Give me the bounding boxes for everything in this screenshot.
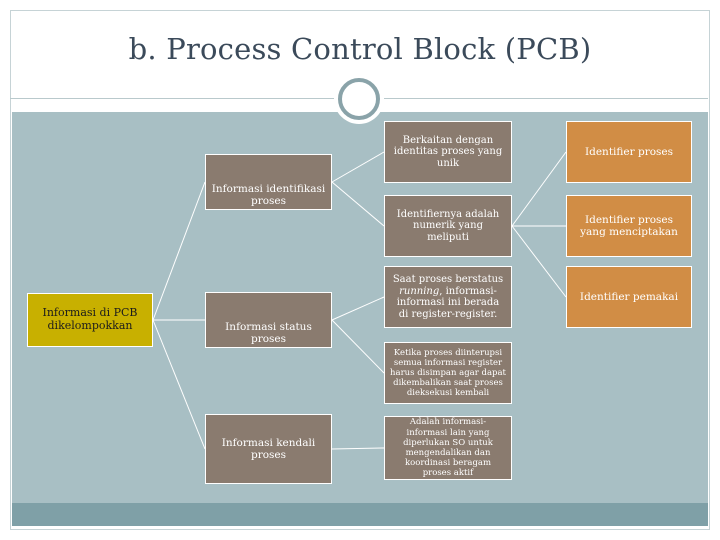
- identifier-node-text: Identifier proses: [584, 145, 674, 158]
- connector-group3-detail5: [331, 447, 385, 450]
- detail-node-interrupt: Ketika proses diinterupsi semua informas…: [384, 342, 512, 404]
- group-node-identification: Informasi identifikasi proses: [205, 154, 332, 210]
- slide-title: b. Process Control Block (PCB): [128, 32, 592, 66]
- footer-bar: [12, 503, 708, 526]
- detail-text-emphasis: running: [399, 285, 440, 297]
- connector-group1-detail2: [331, 181, 385, 227]
- detail-node-text: Identifiernya adalah numerik yang melipu…: [396, 208, 500, 243]
- root-node-label: Informasi di PCB dikelompokkan: [42, 306, 138, 332]
- detail-node-running: Saat proses berstatus running, informasi…: [384, 266, 512, 328]
- identifier-node-user: Identifier pemakai: [566, 266, 692, 328]
- detail-node-numeric: Identifiernya adalah numerik yang melipu…: [384, 195, 512, 257]
- connector-detail2-identifier1: [511, 151, 567, 227]
- detail-node-control-info: Adalah informasi-informasi lain yang dip…: [384, 416, 512, 480]
- slide-frame: [10, 10, 710, 530]
- group-node-label: Informasi kendali proses: [221, 436, 316, 461]
- connector-group2-detail4: [331, 319, 385, 374]
- connector-detail2-identifier3: [511, 225, 567, 298]
- identifier-node-parent: Identifier proses yang menciptakan: [566, 195, 692, 257]
- group-node-control: Informasi kendali proses: [205, 414, 332, 484]
- title-rule-right: [384, 98, 708, 99]
- detail-node-text: Adalah informasi-informasi lain yang dip…: [403, 417, 493, 479]
- title-rule-left: [10, 98, 336, 99]
- detail-text-pre: Saat proses berstatus: [392, 274, 504, 285]
- detail-text-post: , informasi-informasi ini berada di regi…: [396, 285, 500, 320]
- group-node-status: Informasi status proses: [205, 292, 332, 348]
- identifier-node-text: Identifier pemakai: [579, 290, 679, 303]
- connector-group2-detail3: [331, 296, 385, 321]
- connector-group1-detail1: [331, 151, 385, 183]
- circle-ornament-icon: [338, 78, 380, 120]
- identifier-node-process: Identifier proses: [566, 121, 692, 183]
- group-node-label: Informasi status proses: [225, 320, 312, 345]
- connector-root-group1: [152, 181, 206, 321]
- detail-node-text: Berkaitan dengan identitas proses yang u…: [393, 134, 503, 169]
- detail-node-identity: Berkaitan dengan identitas proses yang u…: [384, 121, 512, 183]
- identifier-node-text: Identifier proses yang menciptakan: [580, 213, 678, 238]
- detail-node-text: Ketika proses diinterupsi semua informas…: [390, 347, 506, 399]
- connector-root-group3: [152, 319, 206, 450]
- group-node-label: Informasi identifikasi proses: [211, 182, 326, 207]
- detail-node-text: Saat proses berstatus running, informasi…: [391, 274, 505, 320]
- root-node: Informasi di PCB dikelompokkan: [27, 293, 153, 347]
